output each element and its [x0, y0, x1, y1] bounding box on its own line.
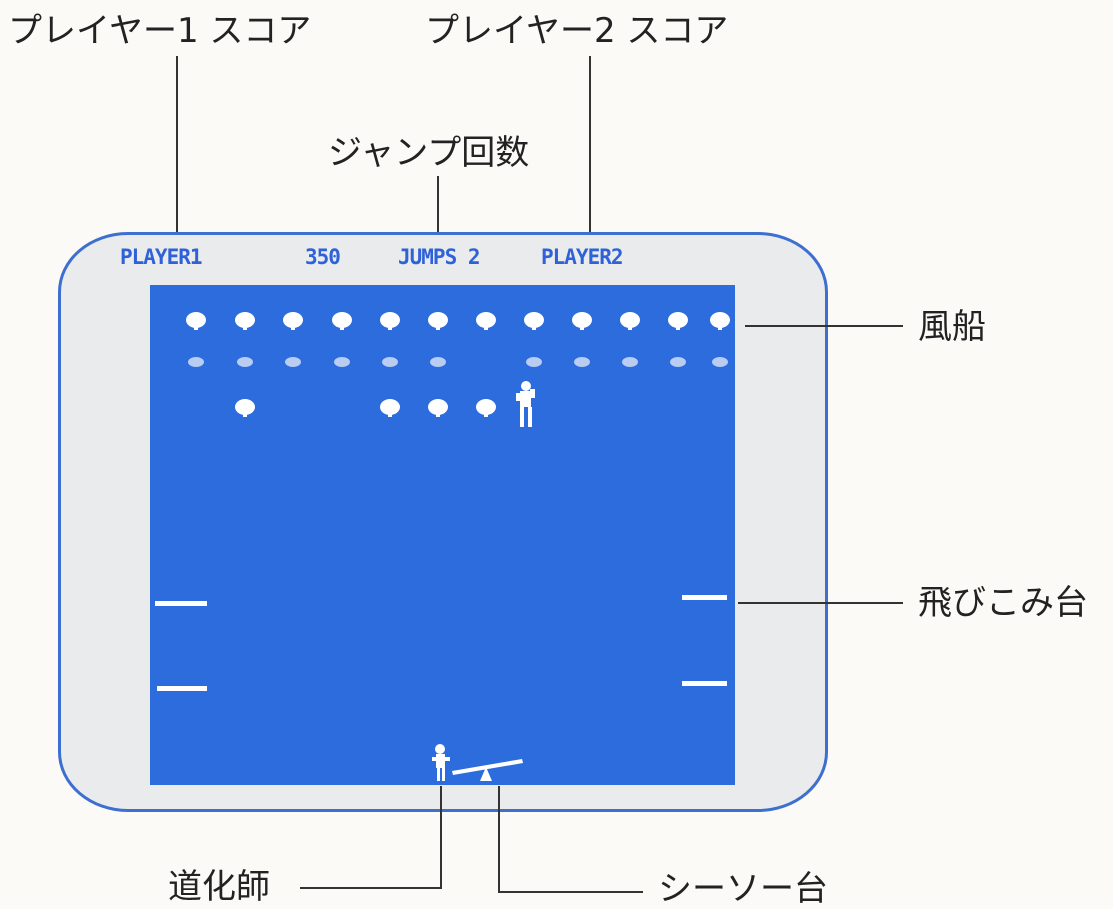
- leader-line-player1: [176, 56, 178, 246]
- balloon-row-bottom: [235, 399, 496, 417]
- balloon: [428, 399, 448, 417]
- balloon: [283, 312, 303, 330]
- leader-line-jumps: [437, 176, 439, 244]
- hud-score: 350: [305, 245, 341, 269]
- balloon: [332, 312, 352, 330]
- leader-line-diving-boards: [738, 602, 903, 604]
- balloon-small: [526, 357, 542, 367]
- leader-line-player2: [589, 56, 591, 248]
- play-field: [150, 285, 735, 785]
- callout-seesaw: シーソー台: [658, 869, 828, 909]
- balloon-small: [430, 357, 446, 367]
- callout-diving-boards: 飛びこみ台: [918, 583, 1088, 623]
- callout-balloons: 風船: [918, 307, 986, 347]
- hud-jumps: JUMPS 2: [398, 245, 481, 269]
- diving-board-right-upper: [682, 595, 727, 600]
- balloon: [476, 312, 496, 330]
- callout-jump-count: ジャンプ回数: [328, 133, 530, 173]
- balloon: [524, 312, 544, 330]
- balloon: [428, 312, 448, 330]
- leader-line-clown-vertical: [440, 786, 442, 889]
- balloon-row-middle: [188, 357, 728, 367]
- hud-player2-label: PLAYER2: [541, 245, 624, 269]
- balloon-small: [334, 357, 350, 367]
- balloon-row-top: [186, 312, 730, 330]
- balloon-small: [285, 357, 301, 367]
- balloon: [572, 312, 592, 330]
- balloon: [235, 312, 255, 330]
- callout-player2-score: プレイヤー2 スコア: [425, 11, 729, 51]
- diving-board-left-upper: [155, 601, 207, 606]
- balloon-small: [237, 357, 253, 367]
- balloon: [668, 312, 688, 330]
- diving-board-left-lower: [157, 686, 207, 691]
- balloon: [710, 312, 730, 330]
- leader-line-seesaw-horizontal: [498, 891, 643, 893]
- balloon: [235, 399, 255, 417]
- balloon-small: [188, 357, 204, 367]
- leader-line-seesaw-vertical: [498, 786, 500, 893]
- balloon-small: [574, 357, 590, 367]
- balloon: [476, 399, 496, 417]
- play-field-graphics: [155, 312, 730, 781]
- callout-clown: 道化師: [168, 867, 270, 907]
- seesaw-sprite: [452, 759, 523, 781]
- balloon-small: [622, 357, 638, 367]
- clown-sprite: [432, 744, 450, 781]
- leader-line-clown-horizontal: [300, 887, 442, 889]
- callout-player1-score: プレイヤー1 スコア: [8, 11, 312, 51]
- balloon-small: [670, 357, 686, 367]
- balloon: [620, 312, 640, 330]
- diving-board-right-lower: [682, 681, 727, 686]
- balloon: [380, 312, 400, 330]
- leader-line-balloons: [745, 325, 903, 327]
- hud-player1-label: PLAYER1: [120, 245, 203, 269]
- balloon: [186, 312, 206, 330]
- falling-clown-sprite: [516, 381, 535, 427]
- balloon: [380, 399, 400, 417]
- balloon-small: [382, 357, 398, 367]
- balloon-small: [712, 357, 728, 367]
